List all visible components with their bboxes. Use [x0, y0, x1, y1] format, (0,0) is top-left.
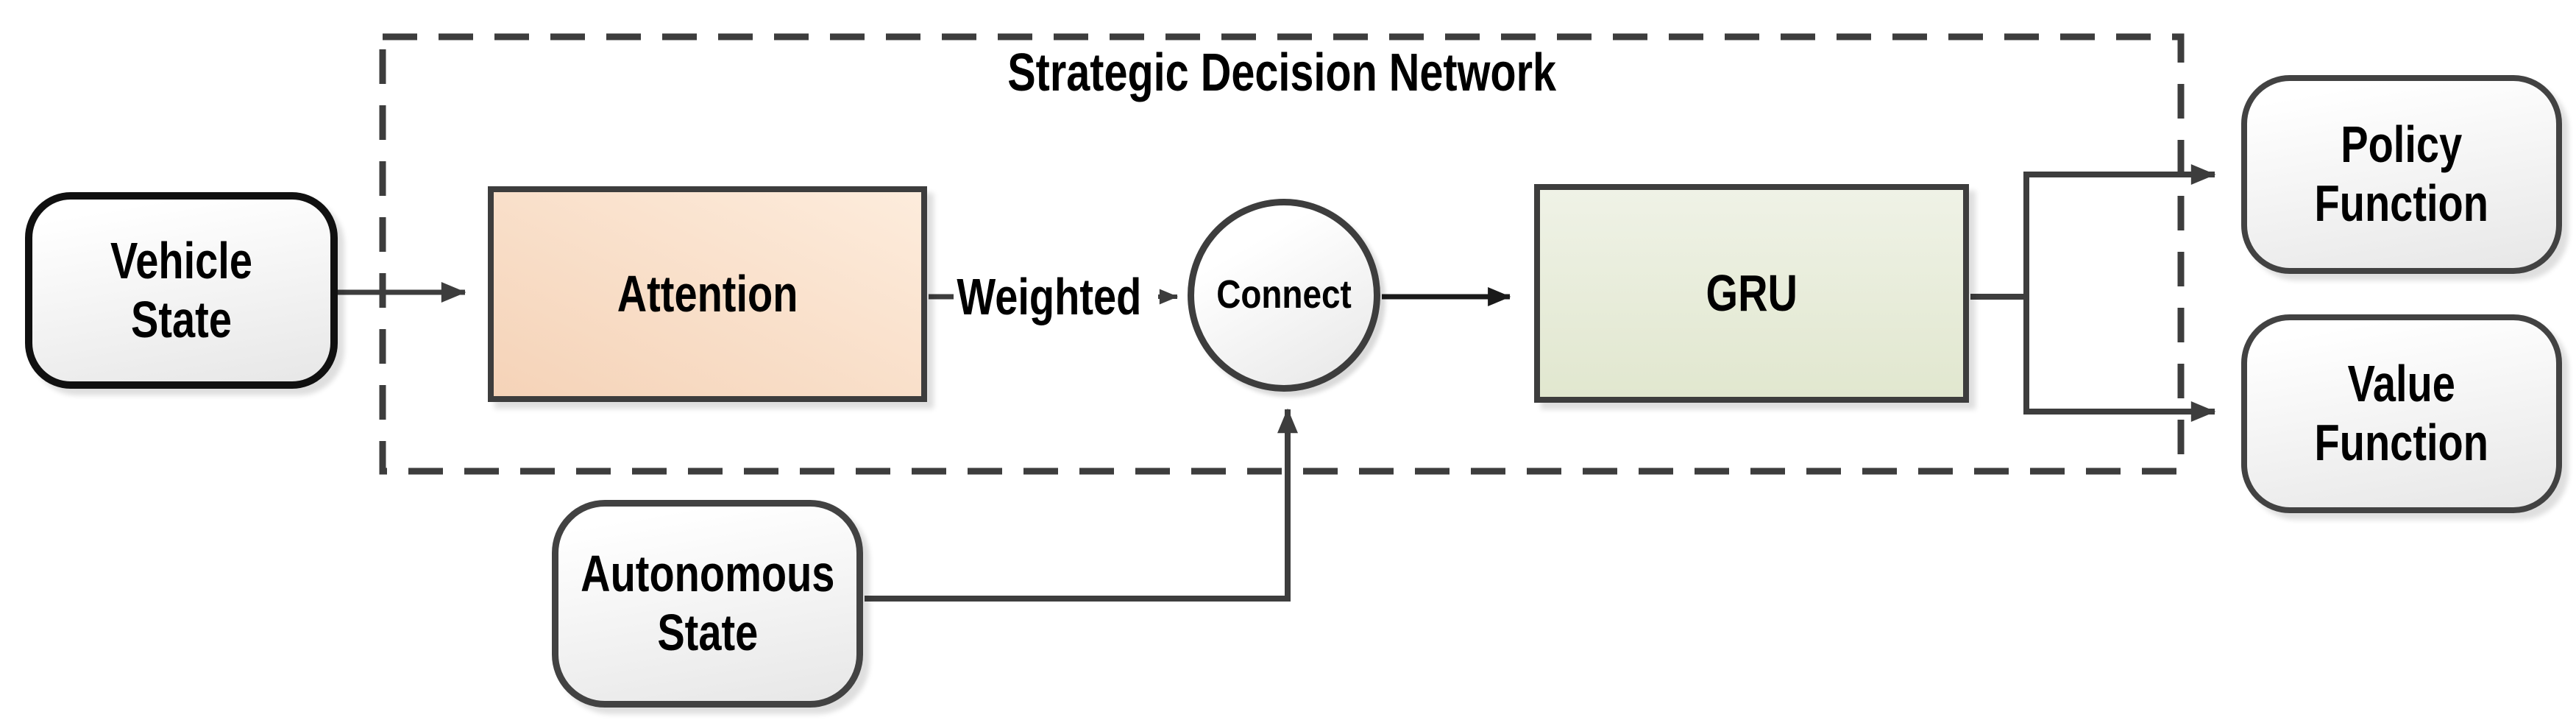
edge-autonomous-to-connect: [865, 408, 1298, 602]
node-label: GRU: [1706, 264, 1798, 322]
node-vehicle-state: Vehicle State: [25, 192, 338, 389]
diagram-title-text: Strategic Decision Network: [1007, 43, 1556, 102]
node-policy-function: Policy Function: [2241, 75, 2562, 274]
node-label: Attention: [617, 264, 798, 322]
node-connect: Connect: [1188, 199, 1380, 392]
node-label: Connect: [1216, 272, 1352, 317]
node-label: Value Function: [2314, 355, 2489, 471]
diagram-title: Strategic Decision Network: [383, 43, 2181, 103]
node-value-function: Value Function: [2241, 314, 2562, 513]
node-label: Policy Function: [2314, 116, 2489, 232]
node-autonomous-state: Autonomous State: [552, 500, 863, 708]
node-label: Vehicle State: [110, 231, 253, 348]
node-label: Autonomous State: [580, 545, 835, 661]
node-gru: GRU: [1534, 184, 1969, 403]
node-attention: Attention: [488, 186, 927, 402]
edge-label-text: Weighted: [957, 268, 1142, 325]
strategic-decision-network-boundary: [379, 33, 2185, 475]
edge-label-weighted: Weighted: [933, 265, 1165, 328]
